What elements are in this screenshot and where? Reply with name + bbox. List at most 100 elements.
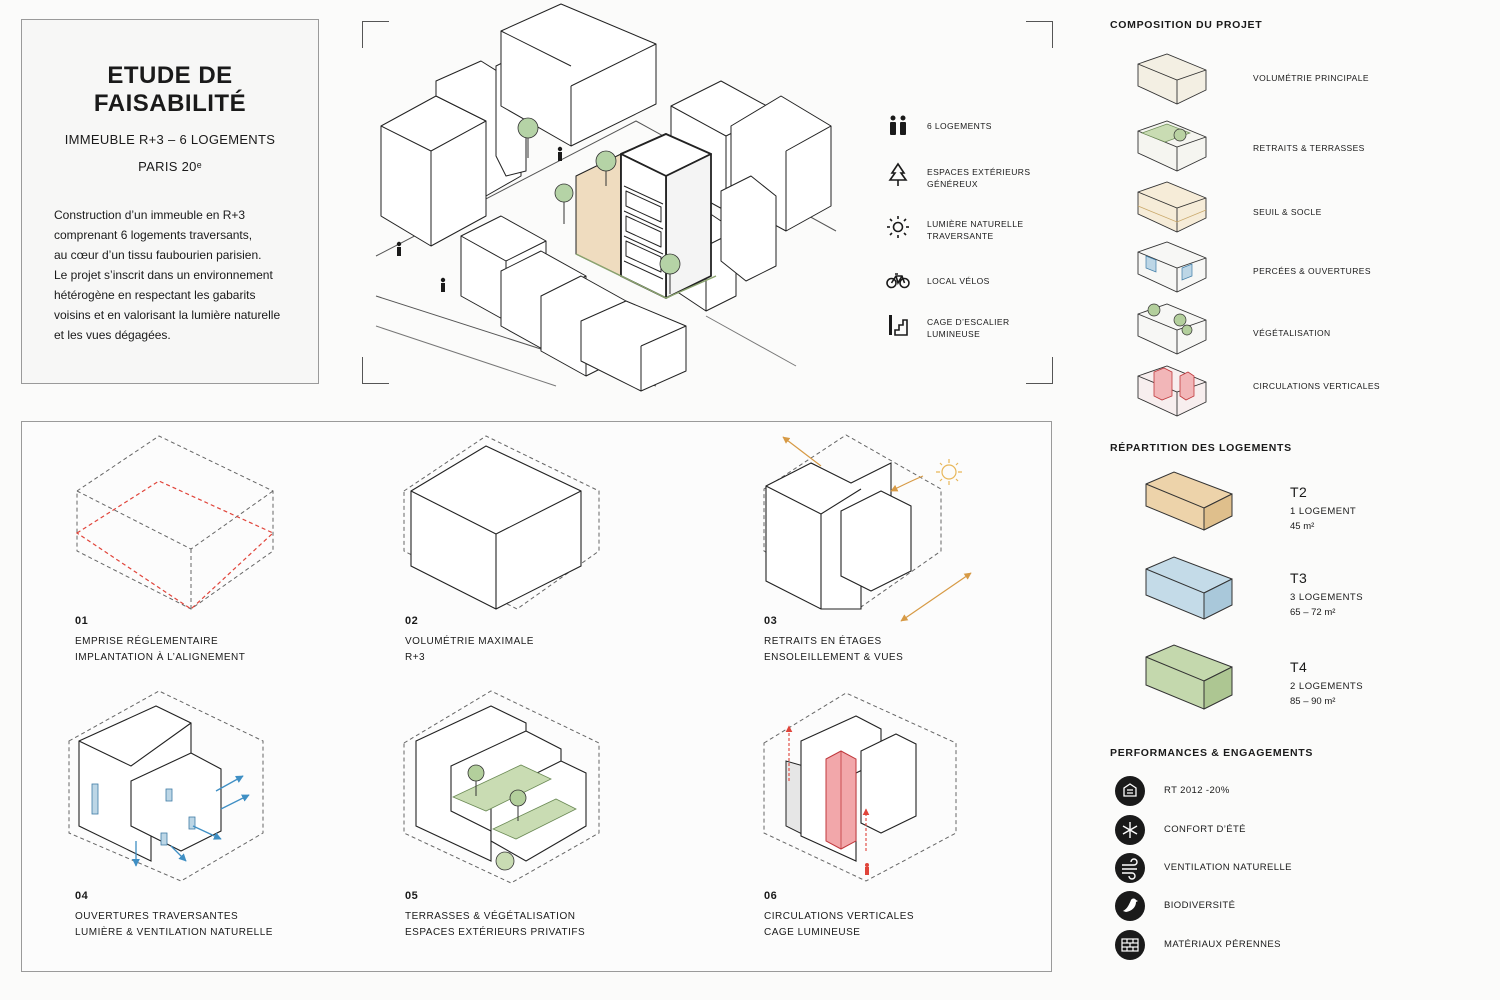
tree-icon bbox=[495, 851, 515, 871]
description-line: Le projet s’inscrit dans un environnemen… bbox=[54, 268, 273, 282]
step-subtitle: IMPLANTATION À L’ALIGNEMENT bbox=[75, 652, 246, 663]
step-04: 04 OUVERTURES TRAVERSANTES LUMIÈRE & VENT… bbox=[75, 890, 273, 941]
pedestrian-icon bbox=[440, 277, 446, 283]
composition-label: CIRCULATIONS VERTICALES bbox=[1253, 381, 1380, 391]
site-axonometric bbox=[375, 3, 837, 392]
building-icon bbox=[1123, 783, 1137, 797]
step-03: 03 RETRAITS EN ÉTAGES ENSOLEILLEMENT & VU… bbox=[764, 615, 903, 666]
bricks-icon bbox=[1121, 938, 1139, 952]
step-title: OUVERTURES TRAVERSANTES bbox=[75, 911, 239, 922]
unit-type: T4 bbox=[1290, 659, 1308, 675]
feature-label: LUMIÈRE NATURELLE bbox=[927, 219, 1024, 229]
step-number: 04 bbox=[75, 890, 89, 902]
circulation-icon bbox=[1137, 365, 1207, 417]
unit-count: 3 LOGEMENTS bbox=[1290, 592, 1364, 603]
diagram-03 bbox=[763, 434, 972, 622]
step-number: 03 bbox=[764, 615, 778, 627]
diagram-02 bbox=[403, 435, 600, 610]
frame-corner-tl bbox=[362, 21, 389, 48]
description-line: et les vues dégagées. bbox=[54, 328, 171, 342]
tree-icon bbox=[659, 253, 681, 294]
diagram-05 bbox=[403, 690, 600, 884]
performance-item: BIODIVERSITÉ bbox=[1115, 891, 1415, 921]
project-description: Construction d’un immeuble en R+3 compre… bbox=[54, 205, 304, 345]
description-line: Construction d’un immeuble en R+3 bbox=[54, 208, 246, 222]
wind-icon bbox=[1122, 858, 1138, 880]
feature-label: GÉNÉREUX bbox=[927, 179, 978, 189]
description-line: hétérogène en respectant les gabarits bbox=[54, 288, 256, 302]
step-number: 06 bbox=[764, 890, 778, 902]
t2-volume-icon bbox=[1145, 471, 1233, 531]
process-diagrams bbox=[68, 434, 972, 884]
composition-heading: COMPOSITION DU PROJET bbox=[1110, 19, 1263, 31]
threshold-icon bbox=[1137, 181, 1207, 233]
feature-label: CAGE D’ESCALIER bbox=[927, 317, 1010, 327]
title-panel: ETUDE DE FAISABILITÉ IMMEUBLE R+3 – 6 LO… bbox=[21, 19, 319, 384]
title-line-2: FAISABILITÉ bbox=[93, 90, 247, 117]
frame-corner-bl bbox=[362, 357, 389, 384]
tree-icon bbox=[517, 117, 539, 158]
tree-icon bbox=[509, 789, 527, 821]
composition-label: VOLUMÉTRIE PRINCIPALE bbox=[1253, 73, 1369, 83]
unit-surface: 65 – 72 m² bbox=[1290, 607, 1336, 618]
composition-label: VÉGÉTALISATION bbox=[1253, 328, 1331, 338]
pedestrian-icon bbox=[865, 863, 869, 867]
composition-label: RETRAITS & TERRASSES bbox=[1253, 143, 1365, 153]
neighbor-building bbox=[500, 3, 657, 147]
sun-icon bbox=[887, 216, 909, 238]
sun-icon bbox=[941, 464, 957, 480]
unit-type: T2 bbox=[1290, 484, 1308, 500]
bike-icon bbox=[886, 273, 910, 289]
diagram-01 bbox=[75, 435, 275, 610]
step-number: 01 bbox=[75, 615, 89, 627]
t3-volume-icon bbox=[1145, 556, 1233, 620]
performance-label: MATÉRIAUX PÉRENNES bbox=[1164, 939, 1281, 950]
feature-label: LOCAL VÉLOS bbox=[927, 276, 990, 286]
step-title: VOLUMÉTRIE MAXIMALE bbox=[405, 636, 534, 647]
neighbor-building bbox=[720, 175, 777, 282]
step-title: CIRCULATIONS VERTICALES bbox=[764, 911, 915, 922]
t4-volume-icon bbox=[1145, 644, 1233, 710]
step-subtitle: R+3 bbox=[405, 652, 426, 663]
description-line: comprenant 6 logements traversants, bbox=[54, 228, 253, 242]
performance-label: VENTILATION NATURELLE bbox=[1164, 862, 1292, 873]
feature-label: 6 LOGEMENTS bbox=[927, 121, 992, 131]
composition-label: SEUIL & SOCLE bbox=[1253, 207, 1322, 217]
unit-count: 2 LOGEMENTS bbox=[1290, 681, 1364, 692]
diagram-04 bbox=[68, 690, 264, 882]
step-subtitle: ENSOLEILLEMENT & VUES bbox=[764, 652, 904, 663]
pedestrian-icon bbox=[396, 241, 402, 247]
neighbor-building bbox=[580, 300, 687, 392]
tree-icon bbox=[595, 150, 617, 186]
terraces-icon bbox=[1137, 120, 1207, 172]
diagram-06 bbox=[763, 692, 957, 882]
neighbor-building bbox=[380, 95, 487, 247]
tree-icon bbox=[888, 162, 908, 186]
performance-item: CONFORT D’ÉTÉ bbox=[1115, 815, 1415, 845]
unit-t4: T4 2 LOGEMENTS 85 – 90 m² bbox=[1290, 659, 1363, 707]
step-title: RETRAITS EN ÉTAGES bbox=[764, 636, 882, 647]
title-line-1: ETUDE DE bbox=[107, 62, 233, 89]
openings-icon bbox=[1137, 241, 1207, 293]
step-title: EMPRISE RÉGLEMENTAIRE bbox=[75, 636, 219, 647]
unit-count: 1 LOGEMENT bbox=[1290, 506, 1357, 517]
project-building bbox=[575, 133, 717, 299]
performance-label: RT 2012 -20% bbox=[1164, 785, 1230, 796]
step-subtitle: LUMIÈRE & VENTILATION NATURELLE bbox=[75, 927, 273, 938]
performance-item: MATÉRIAUX PÉRENNES bbox=[1115, 930, 1415, 960]
stairs-icon bbox=[889, 315, 908, 336]
description-line: voisins et en valorisant la lumière natu… bbox=[54, 308, 281, 322]
main-volume-icon bbox=[1137, 53, 1207, 105]
bird-icon bbox=[1123, 898, 1138, 912]
composition-label: PERCÉES & OUVERTURES bbox=[1253, 266, 1371, 276]
step-01: 01 EMPRISE RÉGLEMENTAIRE IMPLANTATION À L… bbox=[75, 615, 245, 666]
tree-icon bbox=[467, 764, 485, 796]
unit-t2: T2 1 LOGEMENT 45 m² bbox=[1290, 484, 1356, 532]
performances-heading: PERFORMANCES & ENGAGEMENTS bbox=[1110, 747, 1314, 759]
frame-corner-br bbox=[1026, 357, 1053, 384]
frame-corner-tr bbox=[1026, 21, 1053, 48]
location: PARIS 20ᵉ bbox=[138, 159, 202, 174]
